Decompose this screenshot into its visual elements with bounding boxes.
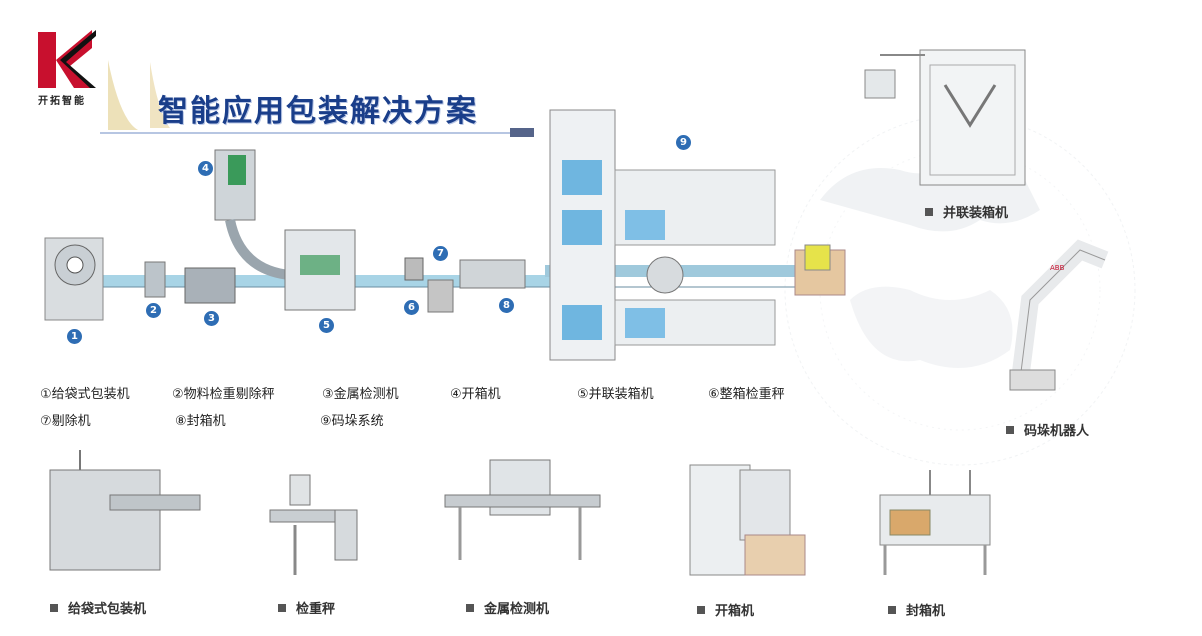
- caption-bag-packer: 给袋式包装机: [50, 598, 146, 617]
- svg-text:ABB: ABB: [1050, 264, 1065, 272]
- checkweigher-photo: [269, 474, 358, 575]
- bullet-square-icon: [278, 603, 286, 612]
- caption-text: 码垛机器人: [1024, 424, 1090, 439]
- logo-text: 开拓智能: [38, 96, 86, 107]
- legend-item-4: ④开箱机: [450, 387, 501, 402]
- process-number-4: 4: [198, 161, 213, 176]
- legend-item-9: ⑨码垛系统: [320, 414, 384, 429]
- legend-item-3: ③金属检测机: [322, 387, 399, 402]
- process-number-5: 5: [319, 318, 334, 333]
- caption-text: 金属检测机: [484, 602, 550, 617]
- bullet-square-icon: [925, 207, 933, 216]
- caption-text: 开箱机: [715, 604, 755, 619]
- case-sealer-photo: [879, 470, 991, 575]
- legend-item-7: ⑦剔除机: [40, 414, 91, 429]
- bullet-square-icon: [1006, 425, 1014, 434]
- metal-detector-photo: [444, 459, 601, 560]
- case-erector-photo: [689, 464, 806, 576]
- process-number-6: 6: [404, 300, 419, 315]
- process-number-2: 2: [146, 303, 161, 318]
- bag-packer-photo: [49, 450, 201, 571]
- legend-item-6: ⑥整箱检重秤: [708, 387, 785, 402]
- bullet-square-icon: [50, 603, 58, 612]
- page-title: 智能应用包装解决方案: [158, 94, 478, 129]
- process-number-7: 7: [433, 246, 448, 261]
- legend-item-5: ⑤并联装箱机: [577, 387, 654, 402]
- bullet-square-icon: [466, 603, 474, 612]
- bullet-square-icon: [697, 605, 705, 614]
- process-number-3: 3: [204, 311, 219, 326]
- caption-case-sealer: 封箱机: [888, 600, 945, 619]
- caption-case-erector: 开箱机: [697, 600, 754, 619]
- caption-text: 并联装箱机: [943, 206, 1009, 221]
- legend-item-8: ⑧封箱机: [175, 414, 226, 429]
- process-number-9: 9: [676, 135, 691, 150]
- caption-parallel-packer: 并联装箱机: [925, 202, 1008, 221]
- company-logo: [38, 30, 96, 88]
- process-number-8: 8: [499, 298, 514, 313]
- legend-item-1: ①给袋式包装机: [40, 387, 130, 402]
- bullet-square-icon: [888, 605, 896, 614]
- legend-item-2: ②物料检重剔除秤: [172, 387, 275, 402]
- caption-checkweigher: 检重秤: [278, 598, 335, 617]
- caption-text: 检重秤: [296, 602, 336, 617]
- caption-text: 封箱机: [906, 604, 946, 619]
- caption-metal-detector: 金属检测机: [466, 598, 549, 617]
- caption-palletizing-robot: 码垛机器人: [1006, 420, 1089, 439]
- caption-text: 给袋式包装机: [68, 602, 147, 617]
- process-number-1: 1: [67, 329, 82, 344]
